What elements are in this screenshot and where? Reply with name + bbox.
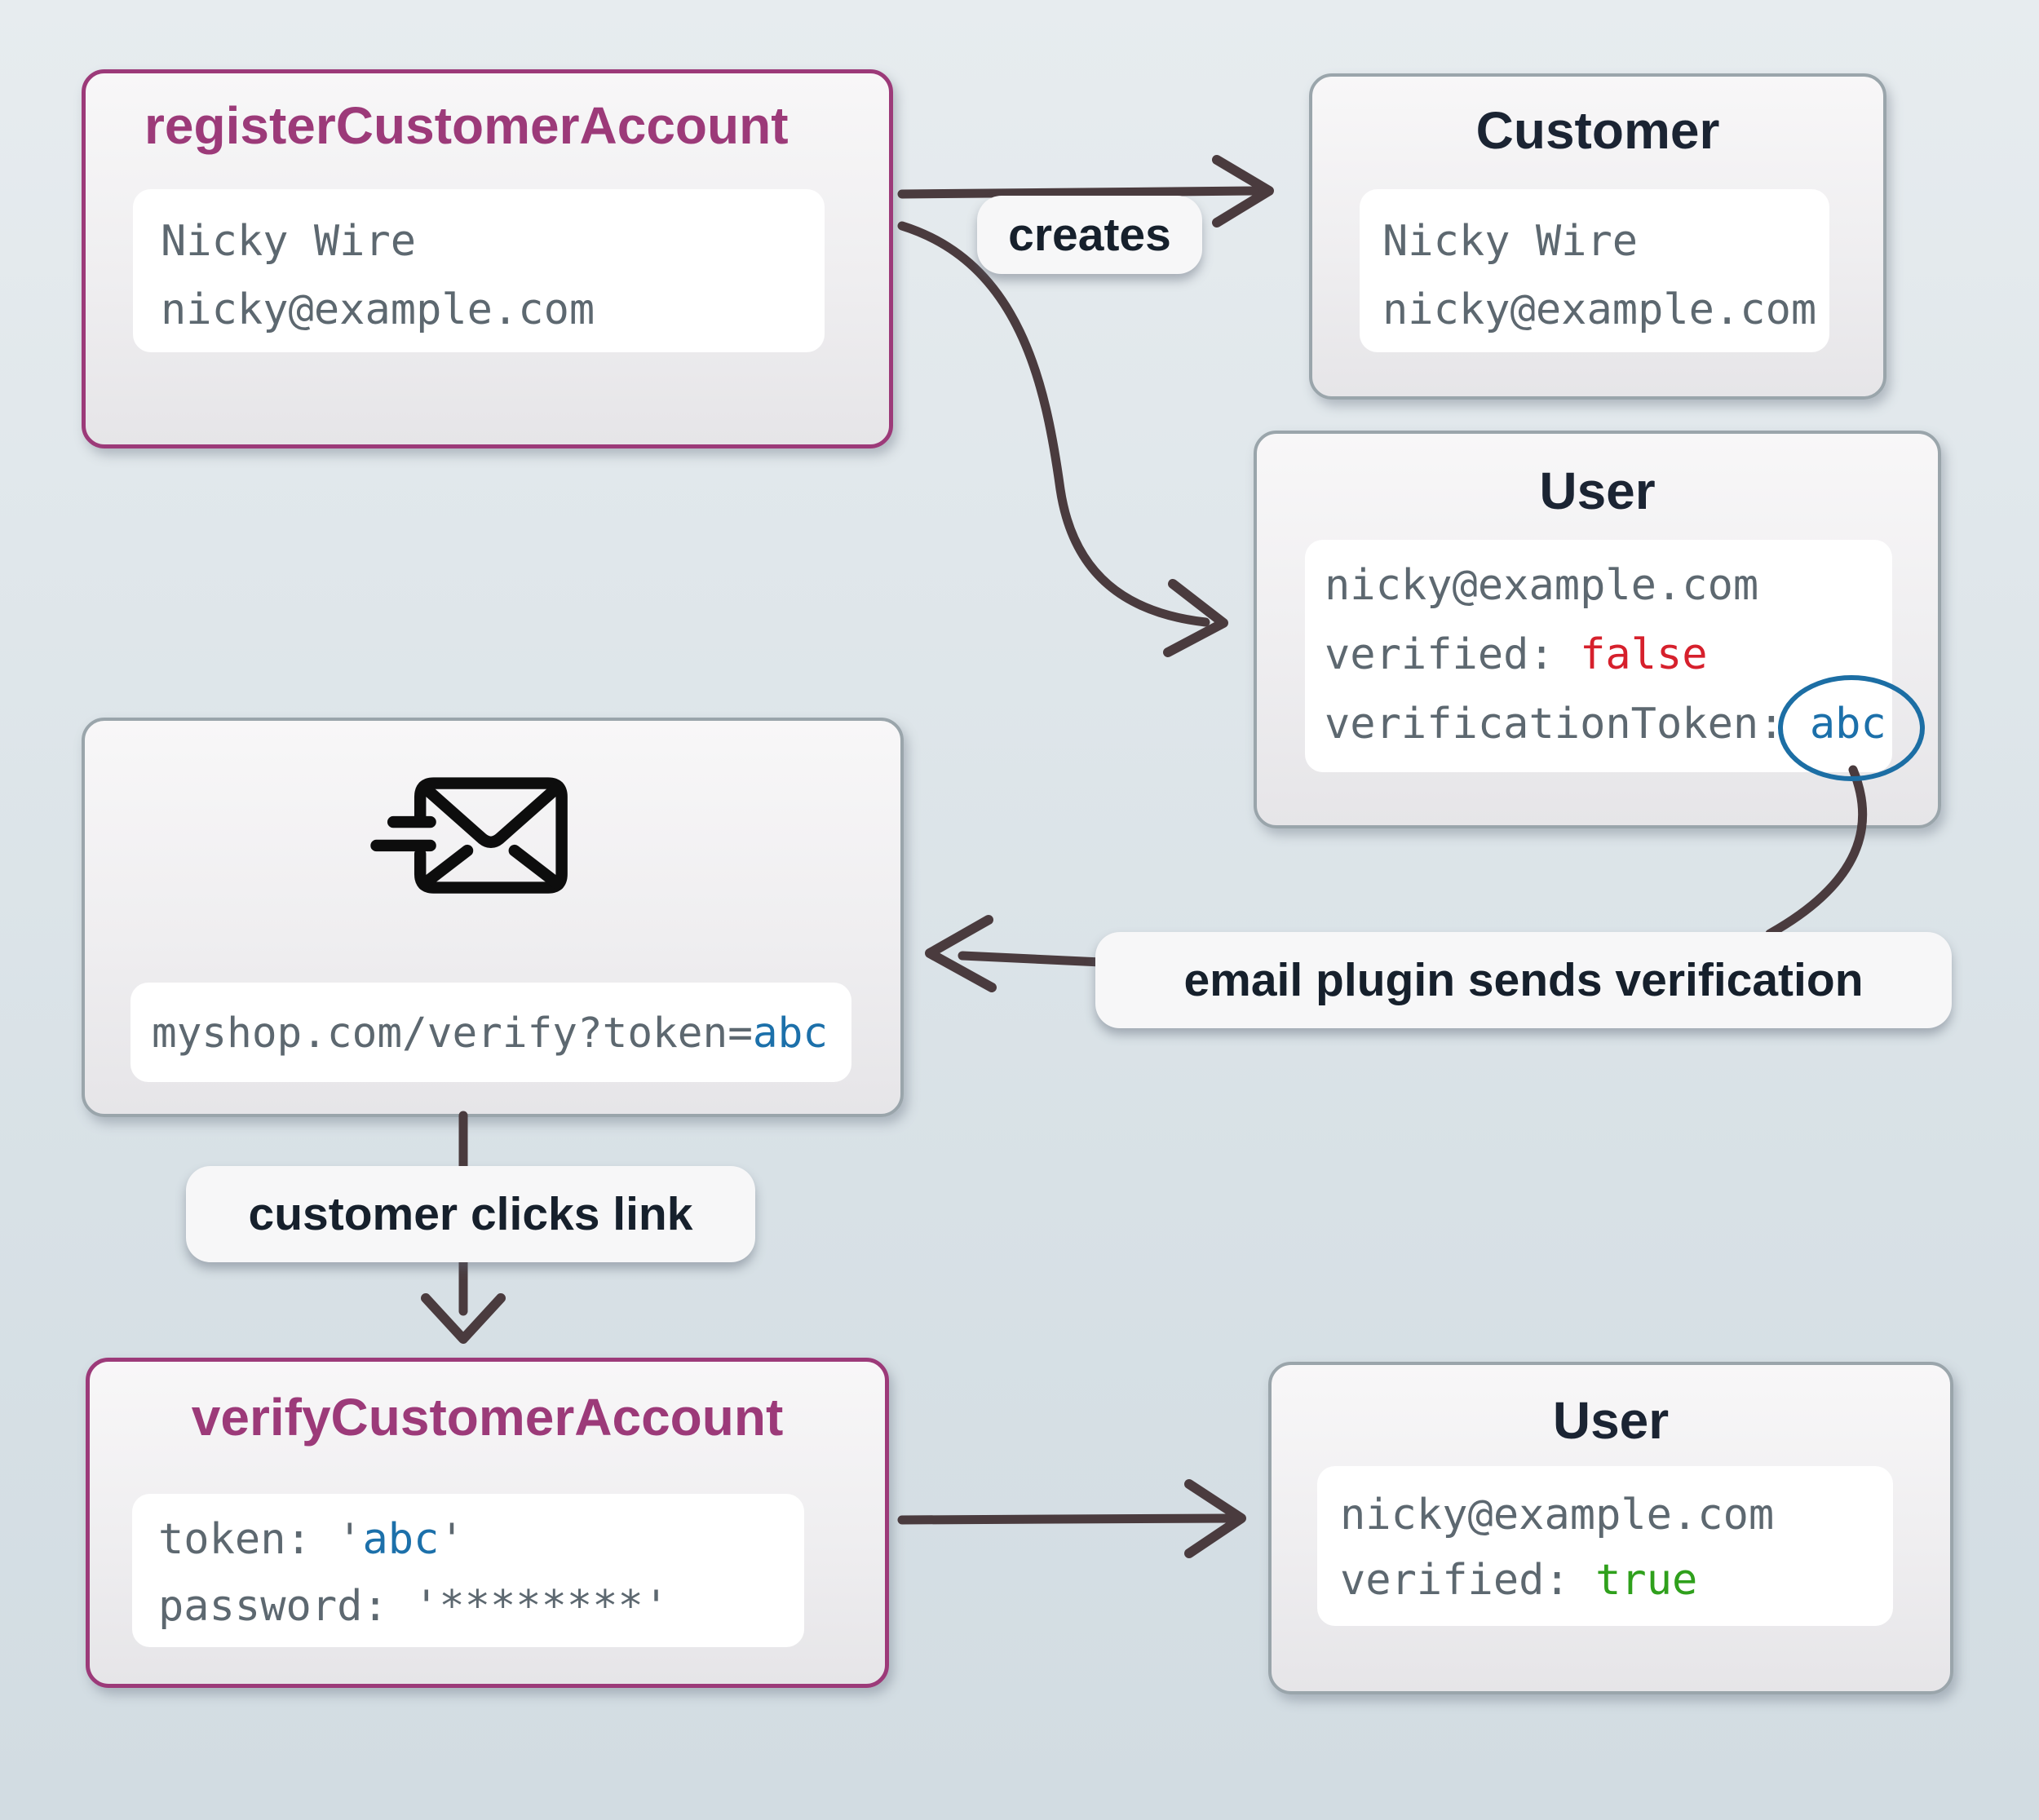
node-title-register: registerCustomerAccount	[144, 96, 789, 155]
user-unverified-data-card: nicky@example.com verified: false verifi…	[1305, 540, 1892, 772]
verified-label: verified:	[1325, 630, 1581, 679]
verify-password-label: password:	[158, 1582, 414, 1631]
verify-token-label: token:	[158, 1515, 338, 1564]
edge-label-creates: creates	[977, 196, 1202, 274]
verification-link-card: myshop.com/verify?token=abc	[130, 983, 851, 1082]
node-title-customer: Customer	[1475, 101, 1720, 160]
register-data-card: Nicky Wire nicky@example.com	[133, 189, 825, 352]
send-email-icon	[370, 777, 568, 894]
open-quote: '	[337, 1515, 363, 1564]
verify-token-line: token: 'abc'	[158, 1517, 465, 1562]
user-unverified-verified-line: verified: false	[1325, 632, 1708, 678]
verification-url-token: abc	[752, 1009, 829, 1058]
edge-label-customer-clicks: customer clicks link	[186, 1166, 755, 1262]
verification-url-prefix: myshop.com/verify?token=	[152, 1009, 753, 1058]
customer-data-card: Nicky Wire nicky@example.com	[1360, 189, 1829, 352]
user-unverified-email: nicky@example.com	[1325, 561, 1759, 610]
user-verified-data-card: nicky@example.com verified: true	[1317, 1466, 1893, 1626]
node-title-verify: verifyCustomerAccount	[191, 1388, 784, 1447]
token-label: verificationToken:	[1325, 700, 1810, 749]
verify-data-card: token: 'abc' password: '********'	[132, 1494, 804, 1647]
edge-label-email-plugin: email plugin sends verification	[1095, 932, 1952, 1028]
verified-label: verified:	[1340, 1556, 1596, 1605]
close-quote: '	[439, 1515, 465, 1564]
register-to-user-arrow	[897, 221, 1228, 657]
user-verified-email: nicky@example.com	[1340, 1491, 1775, 1539]
node-title-user-unverified: User	[1539, 462, 1656, 520]
customer-name: Nicky Wire	[1382, 217, 1639, 266]
verify-password-line: password: '********'	[158, 1584, 669, 1629]
verification-link: myshop.com/verify?token=abc	[152, 1011, 828, 1057]
register-name: Nicky Wire	[161, 217, 417, 266]
verify-to-user-arrow	[897, 1479, 1246, 1558]
customer-email: nicky@example.com	[1382, 285, 1817, 334]
token-highlight-ellipse	[1778, 675, 1925, 781]
verified-value-true: true	[1595, 1556, 1698, 1605]
label-to-email-arrow	[925, 915, 1106, 992]
verify-password-value: '********'	[414, 1582, 670, 1631]
verify-token-value: abc	[362, 1515, 440, 1564]
register-email: nicky@example.com	[161, 285, 595, 334]
verified-value-false: false	[1580, 630, 1708, 679]
node-title-user-verified: User	[1552, 1391, 1670, 1450]
user-verified-verified-line: verified: true	[1340, 1557, 1697, 1603]
